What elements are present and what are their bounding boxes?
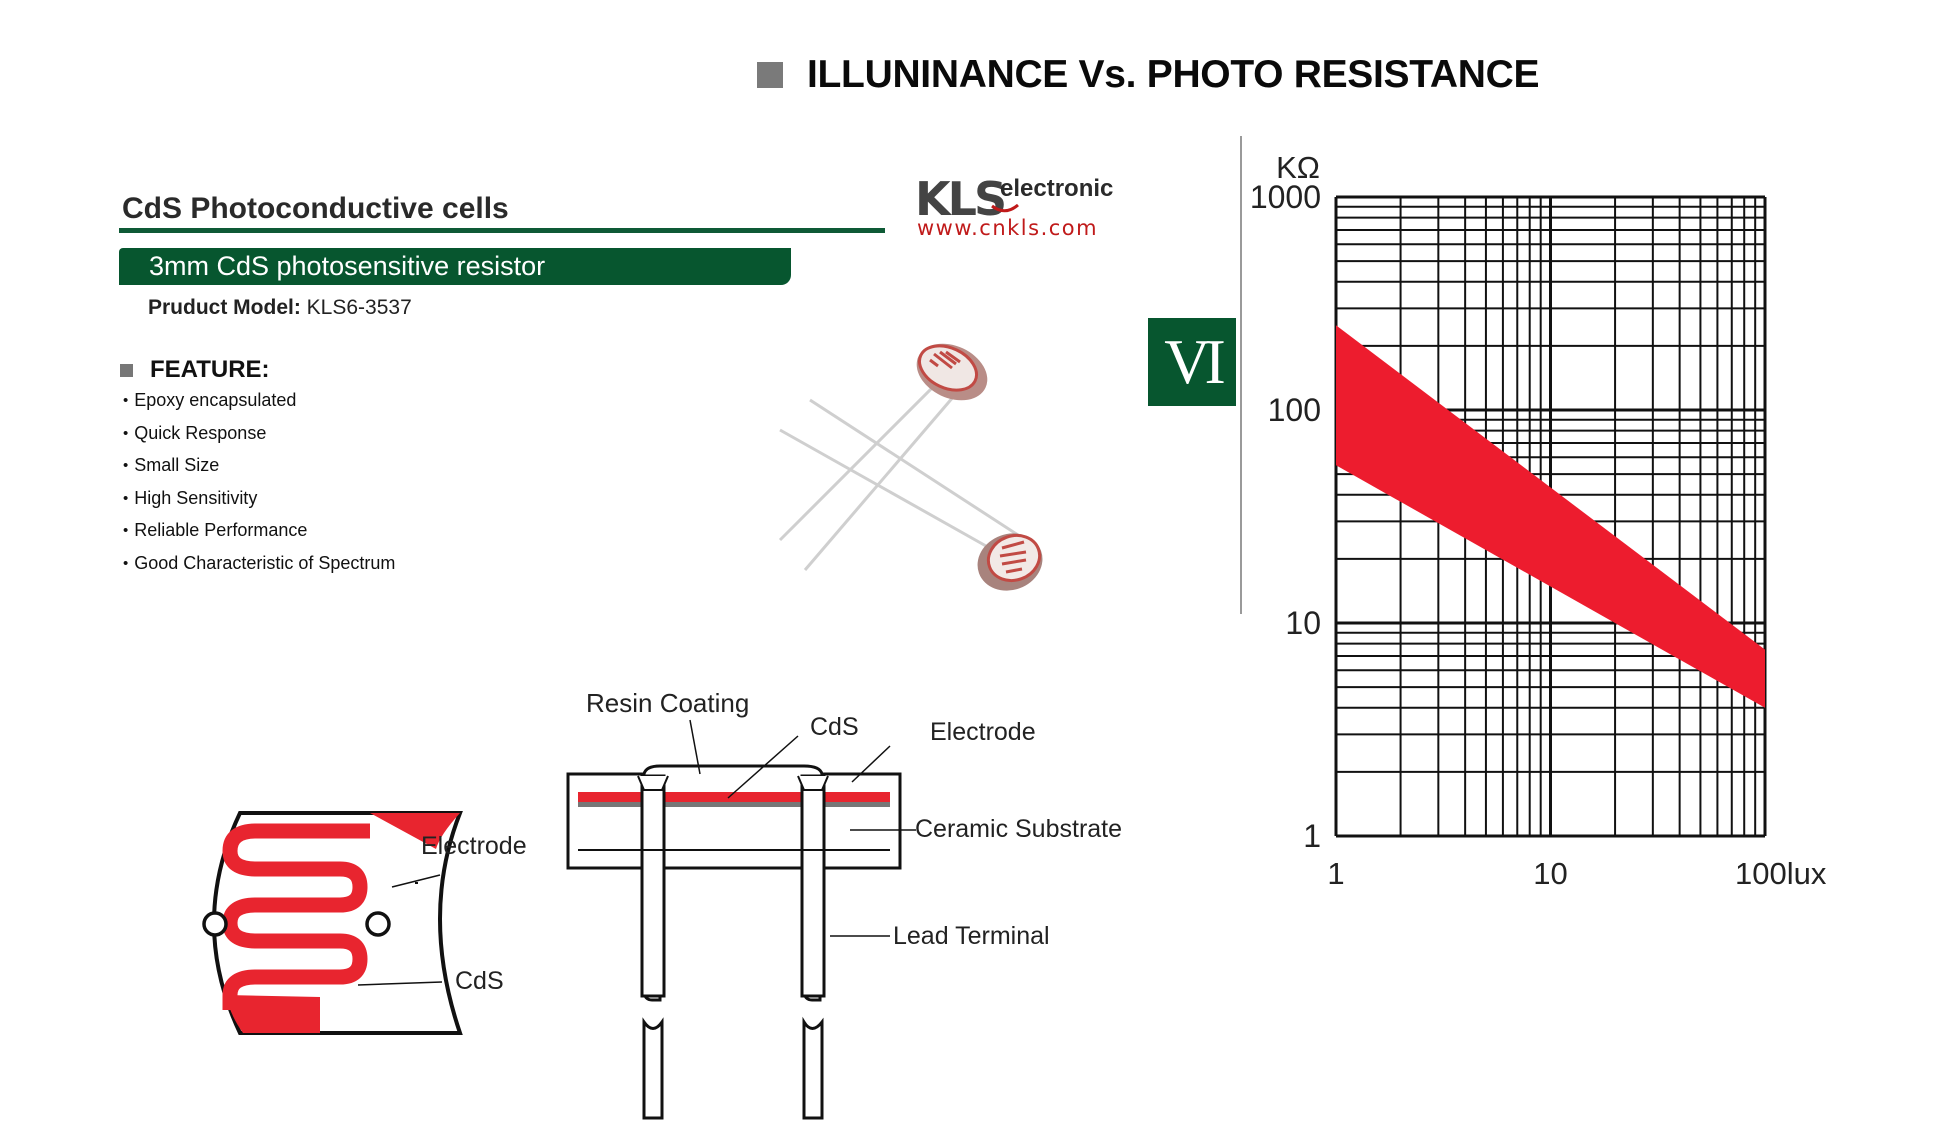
chart-grid	[1334, 195, 1767, 838]
feature-square-icon	[120, 363, 133, 377]
x-tick-label: 1	[1327, 856, 1344, 891]
model-label: Pruduct Model:	[148, 296, 301, 319]
feature-item: Epoxy encapsulated	[123, 388, 395, 421]
resistance-band	[1336, 325, 1765, 708]
section-heading: ILLUNINANCE Vs. PHOTO RESISTANCE	[757, 50, 1540, 100]
feature-item: Quick Response	[123, 421, 395, 454]
label-lead-terminal: Lead Terminal	[893, 922, 1050, 950]
heading-text: ILLUNINANCE Vs. PHOTO RESISTANCE	[807, 53, 1540, 96]
product-model: Pruduct Model: KLS6-3537	[148, 296, 412, 320]
label-resin-coating: Resin Coating	[586, 688, 750, 718]
section-number: VI	[1148, 318, 1236, 406]
logo-mark: KLS	[915, 172, 1007, 226]
y-unit-label: KΩ	[1276, 150, 1320, 185]
label-cds-left: CdS	[455, 967, 504, 995]
label-electrode-left: Electrode	[421, 832, 527, 860]
photoresistor-upper-icon	[916, 343, 988, 401]
model-value: KLS6-3537	[306, 296, 412, 319]
label-cds-top: CdS	[810, 713, 859, 741]
feature-list: Epoxy encapsulated Quick Response Small …	[123, 388, 395, 583]
feature-item: Good Characteristic of Spectrum	[123, 551, 395, 584]
feature-item: Small Size	[123, 453, 395, 486]
vertical-divider	[1240, 136, 1242, 614]
x-tick-label: 10	[1533, 856, 1567, 891]
x-tick-label: 100lux	[1735, 856, 1827, 891]
y-tick-label: 1	[1303, 818, 1321, 854]
logo-url: www.cnkls.com	[917, 216, 1099, 240]
feature-heading: FEATURE:	[120, 356, 270, 384]
chart-band	[1336, 325, 1765, 708]
heading-square-icon	[757, 62, 783, 88]
product-banner: 3mm CdS photosensitive resistor	[119, 248, 791, 285]
top-view-diagram	[202, 811, 463, 1035]
company-logo: KLS electronic www.cnkls.com	[915, 172, 1125, 244]
chart-labels: 1000 100 10 11 10 100lux KΩ	[1250, 150, 1827, 891]
y-tick-label: 10	[1285, 605, 1321, 641]
feature-item: Reliable Performance	[123, 518, 395, 551]
logo-swoosh-icon	[991, 203, 1019, 213]
feature-item: High Sensitivity	[123, 486, 395, 519]
photoresistor-photo	[778, 343, 1043, 591]
logo-word: electronic	[1000, 175, 1114, 202]
label-electrode-top: Electrode	[930, 718, 1036, 746]
photoresistor-lower-icon	[977, 533, 1043, 591]
y-tick-label: 100	[1268, 392, 1321, 428]
y-tick-label: 1000	[1250, 179, 1321, 215]
cross-section-diagram	[566, 719, 916, 1120]
title-underline	[119, 228, 885, 233]
product-title: CdS Photoconductive cells	[122, 192, 509, 225]
feature-heading-text: FEATURE:	[150, 356, 270, 383]
label-ceramic-substrate: Ceramic Substrate	[915, 815, 1123, 843]
